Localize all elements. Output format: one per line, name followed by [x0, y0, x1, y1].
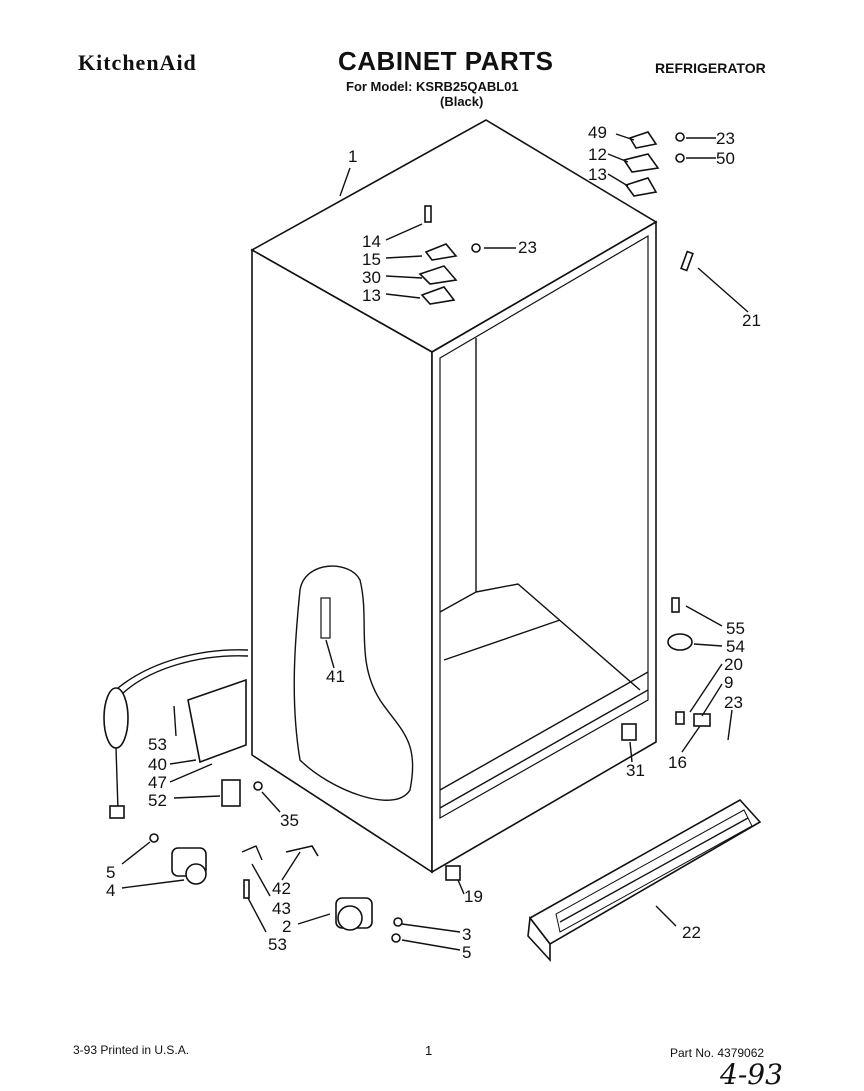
callout-23: 23: [724, 693, 743, 712]
callout-labels: 1 49 12 13 23 50 14 15 30 13 23 21 41 55…: [106, 123, 761, 962]
callout-31: 31: [626, 761, 645, 780]
rear-roller: [335, 865, 461, 943]
callout-53: 53: [268, 935, 287, 954]
callout-22: 22: [682, 923, 701, 942]
callout-40: 40: [148, 755, 167, 774]
callout-53: 53: [148, 735, 167, 754]
handwritten-note: 4-93: [720, 1058, 783, 1091]
model-variant: (Black): [440, 94, 484, 109]
callout-2: 2: [282, 917, 291, 936]
page-title: CABINET PARTS: [338, 46, 554, 76]
callout-43: 43: [272, 899, 291, 918]
part-number: Part No. 4379062: [670, 1046, 765, 1060]
power-cord-assembly: [103, 649, 263, 819]
callout-5: 5: [462, 943, 471, 962]
callout-1: 1: [348, 147, 357, 166]
appliance-category: REFRIGERATOR: [655, 60, 766, 76]
leader-lines: [121, 133, 749, 951]
callout-42: 42: [272, 879, 291, 898]
top-center-hinge: [418, 205, 481, 305]
callout-54: 54: [726, 637, 745, 656]
front-roller: [149, 833, 319, 899]
page-number: 1: [425, 1043, 433, 1058]
callout-41: 41: [326, 667, 345, 686]
callout-13: 13: [362, 286, 381, 305]
callout-9: 9: [724, 673, 733, 692]
callout-30: 30: [362, 268, 381, 287]
callout-21: 21: [742, 311, 761, 330]
right-side-parts: [621, 250, 711, 741]
cabinet-body: [250, 119, 658, 874]
callout-14: 14: [362, 232, 381, 251]
callout-55: 55: [726, 619, 745, 638]
brand-logo: KitchenAid: [78, 50, 197, 75]
callout-19: 19: [464, 887, 483, 906]
callout-15: 15: [362, 250, 381, 269]
callout-52: 52: [148, 791, 167, 810]
callout-49: 49: [588, 123, 607, 142]
callout-12: 12: [588, 145, 607, 164]
print-date: 3-93 Printed in U.S.A.: [73, 1043, 190, 1057]
top-right-hinge: [622, 131, 685, 197]
callout-4: 4: [106, 881, 115, 900]
callout-47: 47: [148, 773, 167, 792]
callout-3: 3: [462, 925, 471, 944]
callout-16: 16: [668, 753, 687, 772]
callout-50: 50: [716, 149, 735, 168]
callout-35: 35: [280, 811, 299, 830]
callout-13: 13: [588, 165, 607, 184]
callout-20: 20: [724, 655, 743, 674]
callout-23: 23: [716, 129, 735, 148]
callout-5: 5: [106, 863, 115, 882]
base-grille: [527, 798, 762, 963]
model-number: For Model: KSRB25QABL01: [346, 79, 519, 94]
callout-23: 23: [518, 238, 537, 257]
